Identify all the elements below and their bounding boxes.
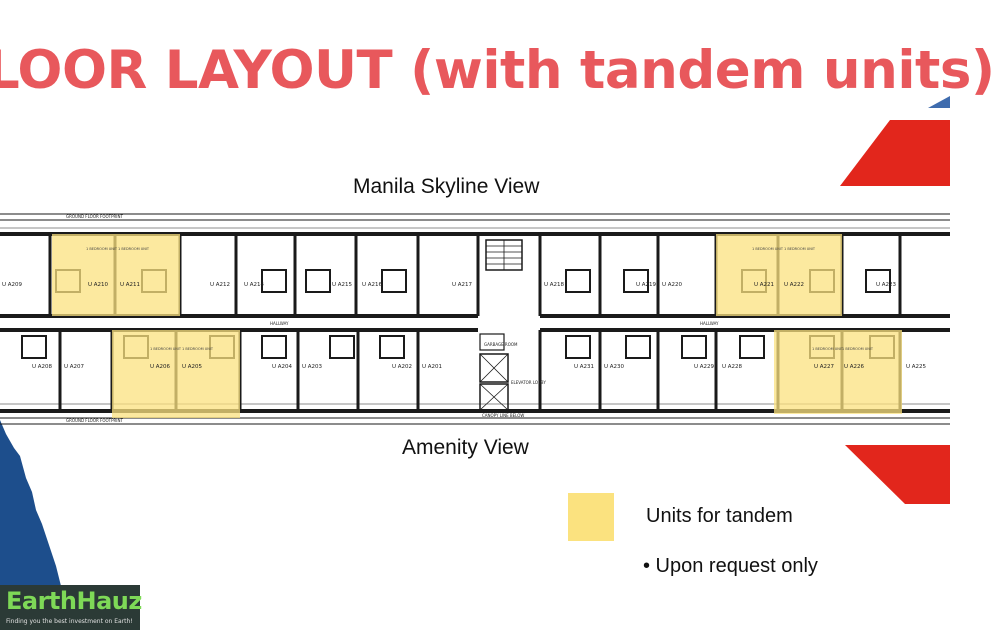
tandem-highlight-a227-a226: [774, 330, 902, 414]
unit-label: U A221: [754, 282, 774, 288]
unit-type-label: 1 BEDROOM UNIT: [812, 347, 844, 351]
unit-label: U A229: [694, 364, 715, 370]
legend-label: Units for tandem: [646, 505, 793, 527]
tandem-highlight-a221-a222: [716, 234, 842, 316]
left-blue-mountain-shape: [0, 420, 62, 590]
footprint-label-top: GROUND FLOOR FOOTPRINT: [66, 214, 123, 219]
unit-type-label: 1 BEDROOM UNIT: [182, 347, 214, 351]
unit-label: U A208: [32, 364, 53, 370]
logo-tagline: Finding you the best investment on Earth…: [6, 618, 133, 625]
unit-type-label: 1 BEDROOM UNIT: [118, 247, 150, 251]
unit-label: U A223: [876, 282, 897, 288]
elevator-lobby-label: ELEVATOR LOBBY: [511, 380, 546, 385]
legend-swatch: [568, 493, 614, 541]
unit-label: U A203: [302, 364, 323, 370]
unit-type-label: 1 BEDROOM UNIT: [784, 247, 816, 251]
unit-label: U A214: [244, 282, 265, 288]
unit-label: U A202: [392, 364, 412, 370]
unit-label: U A205: [182, 364, 203, 370]
top-right-red-blue-shape: [840, 96, 950, 186]
hallway-label-right: HALLWAY: [700, 321, 719, 326]
floorplan-annotations: HALLWAY HALLWAY GROUND FLOOR FOOTPRINT G…: [66, 214, 719, 423]
unit-label: U A231: [574, 364, 594, 370]
unit-label: U A212: [210, 282, 230, 288]
unit-label: U A226: [844, 364, 865, 370]
unit-label: U A204: [272, 364, 293, 370]
garbage-room-label: GARBAGE ROOM: [484, 342, 518, 347]
unit-type-label: 1 BEDROOM UNIT: [752, 247, 784, 251]
unit-type-label: 1 BEDROOM UNIT: [150, 347, 182, 351]
floor-plan: U A209 U A210 U A211 U A212 U A214 U A21…: [0, 213, 950, 425]
unit-label: U A206: [150, 364, 171, 370]
unit-label: U A228: [722, 364, 743, 370]
tandem-highlight-a210-a211: [52, 234, 180, 316]
unit-label: U A216: [362, 282, 383, 288]
unit-type-labels: 1 BEDROOM UNIT 1 BEDROOM UNIT 1 BEDROOM …: [86, 247, 874, 351]
unit-label: U A220: [662, 282, 683, 288]
unit-label: U A209: [2, 282, 23, 288]
logo-wordmark: EarthHauz: [6, 587, 142, 615]
tandem-highlight-a206-a205: [112, 330, 240, 418]
unit-label: U A207: [64, 364, 85, 370]
top-view-label: Manila Skyline View: [353, 175, 540, 198]
earthhauz-logo: EarthHauz Finding you the best investmen…: [0, 585, 142, 630]
unit-label: U A201: [422, 364, 442, 370]
unit-label: U A230: [604, 364, 625, 370]
unit-label: U A225: [906, 364, 927, 370]
footprint-label-bottom: GROUND FLOOR FOOTPRINT: [66, 418, 123, 423]
unit-label: U A215: [332, 282, 353, 288]
canopy-label: CANOPY LINE BELOW: [482, 413, 524, 418]
bottom-view-label: Amenity View: [402, 436, 529, 459]
unit-label: U A227: [814, 364, 835, 370]
unit-label: U A211: [120, 282, 140, 288]
unit-label: U A218: [544, 282, 565, 288]
legend-note: • Upon request only: [643, 555, 818, 577]
unit-type-label: 1 BEDROOM UNIT: [86, 247, 118, 251]
hallway-label-left: HALLWAY: [270, 321, 289, 326]
unit-label: U A210: [88, 282, 109, 288]
unit-labels-top: U A209 U A210 U A211 U A212 U A214 U A21…: [2, 282, 897, 288]
unit-type-label: 1 BEDROOM UNIT: [842, 347, 874, 351]
unit-label: U A219: [636, 282, 657, 288]
slide-title: LOOR LAYOUT (with tandem units): [0, 40, 995, 101]
unit-label: U A222: [784, 282, 804, 288]
unit-labels-bottom: U A208 U A207 U A206 U A205 U A204 U A20…: [32, 364, 927, 370]
unit-label: U A217: [452, 282, 473, 288]
bottom-right-red-shape: [845, 445, 950, 504]
